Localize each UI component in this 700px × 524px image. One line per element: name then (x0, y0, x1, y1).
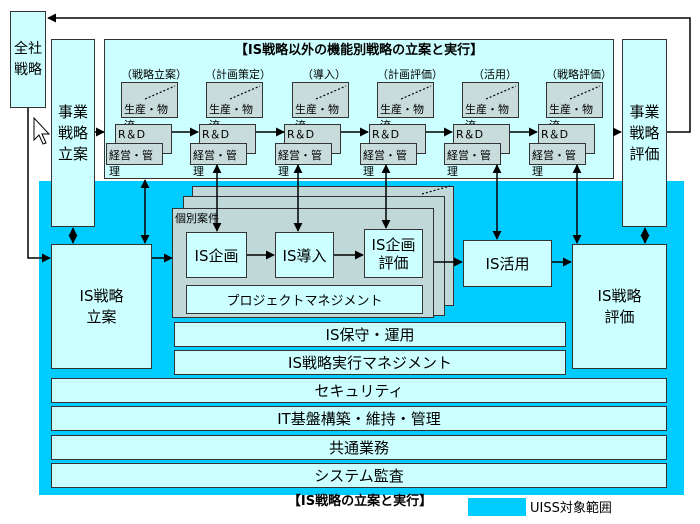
stack-production: 生産・物流 (377, 82, 434, 132)
bottom-title: 【IS戦略の立案と実行】 (287, 493, 433, 509)
is-katsuyo-box: IS活用 (463, 240, 552, 287)
band-hoshu: IS保守・運用 (174, 322, 566, 347)
project-label: 個別案件 (175, 212, 219, 225)
phase-label: （導入） (302, 68, 346, 81)
band-security: セキュリティ (51, 378, 667, 403)
stack-production: 生産・物流 (292, 82, 349, 132)
band-jikko: IS戦略実行マネジメント (174, 350, 566, 375)
is-donyu-box: IS導入 (275, 232, 334, 278)
is-kikaku-hyoka-box: IS企画 評価 (364, 229, 423, 278)
biz-eval-box: 事業 戦略 評価 (622, 39, 667, 227)
stack-mgmt: 経営・管理 (190, 143, 247, 178)
is-eval-box: IS戦略 評価 (572, 244, 667, 369)
legend-swatch (468, 498, 526, 516)
stack-mgmt: 経営・管理 (444, 143, 501, 178)
stack-production: 生産・物流 (462, 82, 519, 132)
top-title: 【IS戦略以外の機能別戦略の立案と実行】 (234, 42, 484, 58)
corp-strategy-box: 全社 戦略 (10, 11, 46, 108)
phase-label: （計画評価） (377, 68, 443, 81)
is-plan-box: IS戦略 立案 (51, 244, 152, 369)
stack-mgmt: 経営・管理 (275, 143, 332, 178)
phase-label: （戦略立案） (121, 68, 187, 81)
is-kikaku-box: IS企画 (186, 232, 247, 278)
cursor-icon (33, 116, 51, 145)
stack-mgmt: 経営・管理 (106, 143, 163, 178)
stack-production: 生産・物流 (121, 82, 178, 132)
phase-label: （計画策定） (205, 68, 271, 81)
stack-mgmt: 経営・管理 (529, 143, 586, 178)
biz-plan-box: 事業 戦略 立案 (51, 39, 95, 227)
phase-label: （活用） (473, 68, 517, 81)
legend-label: UISS対象範囲 (530, 501, 612, 516)
project-mgmt-box: プロジェクトマネジメント (186, 285, 423, 314)
stack-production: 生産・物流 (546, 82, 603, 132)
phase-label: （戦略評価） (546, 68, 612, 81)
band-kyotsu: 共通業務 (51, 435, 667, 460)
band-kansa: システム監査 (51, 463, 667, 488)
band-it-kiban: IT基盤構築・維持・管理 (51, 406, 667, 431)
